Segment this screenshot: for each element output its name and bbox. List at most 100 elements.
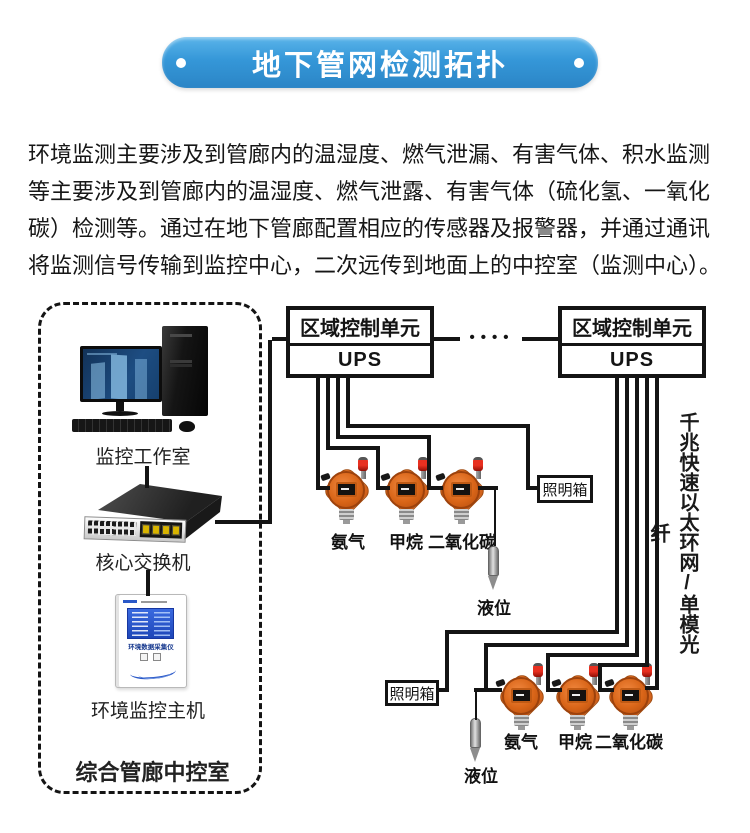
alarm-beacon-icon [358, 457, 368, 471]
alarm-stalk [361, 466, 366, 479]
wire-segment [615, 378, 619, 634]
wire-segment [376, 446, 380, 490]
wire-segment [598, 688, 614, 692]
alarm-stalk [592, 672, 597, 685]
mouse-icon [179, 421, 195, 432]
detector-label-ammonia-1: 氨气 [331, 533, 365, 552]
device-button [153, 653, 161, 661]
wire-segment [146, 570, 150, 596]
area-unit-2-title: 区域控制单元 [562, 310, 702, 346]
sensor-cylinder [570, 715, 585, 730]
intro-line-2: 等主要涉及到管廊内的温湿度、燃气泄露、有害气体（硫化氢、一氧化 [28, 179, 711, 204]
control-room-label: 综合管廊中控室 [75, 760, 230, 785]
area-unit-1-ups: UPS [337, 348, 383, 371]
environment-host-label: 环境监控主机 [90, 701, 205, 722]
wire-segment [526, 424, 530, 490]
wire-segment [635, 378, 639, 657]
wire-segment [215, 520, 272, 524]
wire-segment [484, 643, 488, 692]
detector-screen [620, 688, 641, 703]
sensor-cylinder [514, 715, 529, 730]
wire-segment [434, 337, 460, 341]
alarm-beacon-icon [418, 457, 428, 471]
intro-line-4: 将监测信号传输到监控中心，二次远传到地面上的中控室（监测中心）。 [28, 253, 722, 278]
wire-segment [645, 378, 649, 667]
wire-segment [437, 688, 449, 692]
detector-label-methane-1: 甲烷 [389, 533, 423, 552]
alarm-stalk [536, 672, 541, 685]
wire-segment [546, 688, 562, 692]
wire-segment [336, 435, 431, 439]
gas-detector-methane-1 [380, 457, 434, 524]
wire-segment [598, 663, 602, 692]
wire-segment [478, 486, 498, 490]
area-unit-2-ups: UPS [609, 348, 655, 371]
detector-label-co2-1: 二氧化碳 [428, 533, 496, 552]
wire-segment [546, 653, 550, 692]
wire-segment [494, 490, 496, 546]
gas-detector-co2-2 [604, 663, 658, 730]
device-name-text: 环境数据采集仪 [128, 644, 174, 651]
gas-detector-ammonia-1 [320, 457, 374, 524]
detector-screen [511, 688, 532, 703]
pc-tower-icon [162, 326, 208, 416]
wire-segment [346, 424, 530, 428]
wire-segment [326, 446, 380, 450]
wire-segment [486, 643, 629, 647]
switch-uplink-ports [139, 521, 183, 539]
workstation-label: 监控工作室 [95, 447, 191, 468]
wire-segment [376, 486, 390, 490]
switch-front-panel [83, 516, 187, 543]
alarm-stalk [476, 466, 481, 479]
sensor-cylinder [399, 509, 414, 524]
lighting-box-2: 照明箱 [385, 680, 439, 706]
level-sensor-body [470, 718, 481, 748]
bus-ellipsis: •••• [469, 329, 515, 346]
device-swoosh-decor [129, 663, 177, 681]
detector-label-co2-2: 二氧化碳 [595, 733, 663, 752]
wire-segment [445, 630, 449, 692]
alarm-stalk [421, 466, 426, 479]
area-control-unit-1: 区域控制单元 UPS [286, 306, 434, 378]
area-control-unit-2: 区域控制单元 UPS [558, 306, 706, 378]
control-room-boundary [38, 302, 262, 794]
switch-ports-grid [87, 520, 137, 537]
gas-detector-co2-1 [435, 457, 489, 524]
intro-paragraph: 环境监测主要涉及到管廊内的温湿度、燃气泄漏、有害气体、积水监测 等主要涉及到管廊… [28, 136, 728, 284]
wire-segment [145, 466, 149, 488]
wire-segment [272, 337, 288, 341]
level-sensor-tip [470, 748, 480, 762]
wire-segment [522, 337, 560, 341]
detector-body [442, 471, 480, 509]
alarm-beacon-icon [642, 663, 652, 677]
wire-segment [645, 686, 657, 690]
keyboard-icon [72, 419, 172, 432]
wire-segment [346, 378, 350, 428]
level-sensor-1-icon [488, 546, 500, 590]
core-switch-label: 核心交换机 [95, 553, 191, 574]
device-screen [127, 608, 174, 639]
intro-line-3: 碳）检测等。通过在地下管廊配置相应的传感器及报警器，并通过通讯 [28, 216, 711, 241]
detector-label-methane-2: 甲烷 [558, 733, 592, 752]
device-logo [123, 600, 167, 603]
detector-screen [396, 482, 417, 497]
banner-dot-right-icon [574, 58, 584, 68]
wire-segment [427, 435, 431, 490]
banner-dot-left-icon [176, 58, 186, 68]
level-label-1: 液位 [477, 599, 511, 618]
wire-segment [625, 378, 629, 647]
detector-screen [451, 482, 472, 497]
wire-segment [427, 486, 443, 490]
alarm-stalk [645, 672, 650, 685]
detector-screen [336, 482, 357, 497]
wire-segment [336, 378, 340, 439]
lighting-box-1: 照明箱 [537, 475, 593, 503]
gas-detector-methane-2 [551, 663, 605, 730]
page-title: 地下管网检测拓扑 [251, 49, 508, 82]
sensor-cylinder [623, 715, 638, 730]
core-switch-icon [76, 476, 224, 546]
wire-segment [326, 378, 330, 450]
alarm-beacon-icon [533, 663, 543, 677]
gas-detector-ammonia-2 [495, 663, 549, 730]
environment-host-icon: 环境数据采集仪 [115, 594, 187, 688]
